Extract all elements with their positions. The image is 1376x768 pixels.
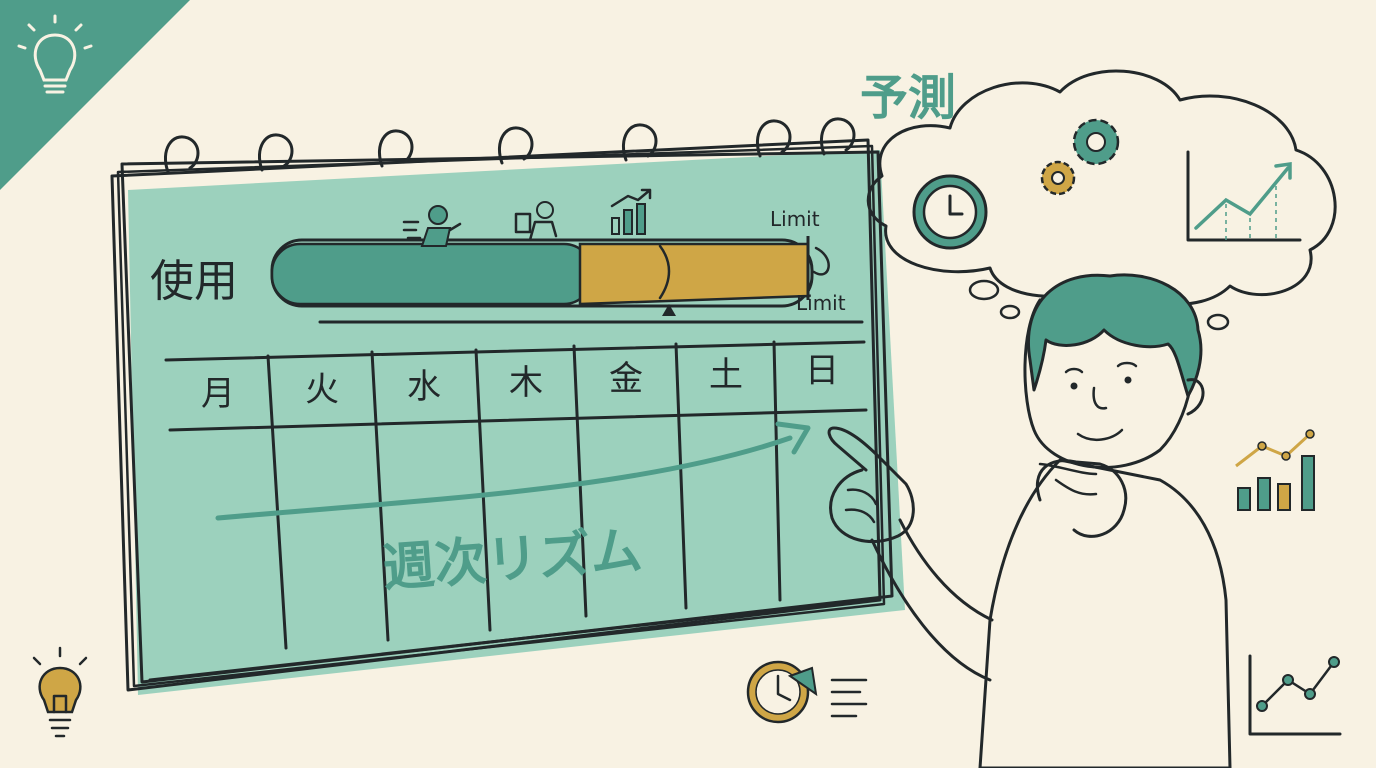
clock-icon [912,174,988,250]
bar-chart-icon [1235,429,1315,511]
usage-bar-filled [270,242,594,306]
calendar-grid [148,320,868,682]
thought-cloud: 予測 [860,69,1337,331]
line-chart-icon [1248,654,1342,736]
person [827,273,1232,768]
gear-icon [1040,118,1120,196]
corner-badge [0,0,190,190]
lightbulb-icon [17,14,93,94]
small-lightbulb-icon [32,646,88,738]
weekday-header: 金 [609,359,643,399]
person-running-icon [402,205,462,247]
weekday-header: 日 [805,351,839,391]
usage-bar-projected [578,242,810,306]
person-at-laptop-icon [512,201,562,242]
forecast-label: 予測 [860,70,956,126]
growth-bars-icon [610,188,652,235]
weekday-header: 土 [709,355,743,395]
usage-label: 使用 [150,256,238,307]
weekday-header: 火 [305,370,339,410]
rhythm-arrow [215,435,793,521]
calendar-rings [164,117,856,174]
limit-label-bottom: Limit [796,291,846,315]
hair [1027,273,1203,398]
weekday-headers: 月火水木金土日 [201,351,839,414]
current-marker [662,304,676,316]
weekday-header: 水 [407,367,441,407]
weekday-header: 木 [509,363,543,403]
calendar: 使用 Limit Limit [110,117,905,695]
weekday-header: 月 [201,374,235,414]
pie-chart-icon [746,660,868,724]
trend-chart-icon [1186,150,1302,242]
usage-bar-divider [658,244,671,300]
limit-label-top: Limit [770,207,820,231]
